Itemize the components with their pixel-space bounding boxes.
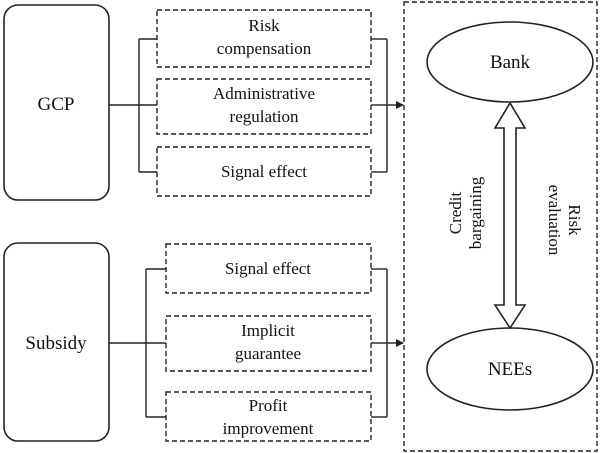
gcp-connectors — [109, 38, 404, 173]
gcp-node: GCP — [3, 4, 110, 201]
risk-evaluation-label: Risk evaluation — [545, 185, 584, 256]
risk-evaluation-line1: Risk — [565, 204, 584, 236]
risk-compensation-line1: Risk — [248, 16, 280, 35]
administrative-regulation-line2: regulation — [230, 107, 299, 126]
subsidy-node: Subsidy — [3, 242, 110, 442]
gcp-mechanism-risk-compensation: Risk compensation — [156, 9, 372, 68]
administrative-regulation-line1: Administrative — [213, 84, 315, 103]
subsidy-label: Subsidy — [25, 333, 87, 354]
subsidy-signal-effect-label: Signal effect — [225, 259, 311, 278]
subsidy-connectors — [109, 268, 404, 418]
double-arrow-icon — [493, 101, 527, 330]
bank-node: Bank — [426, 21, 594, 103]
nees-label: NEEs — [488, 359, 532, 380]
risk-evaluation-line2: evaluation — [545, 185, 564, 256]
implicit-guarantee-line1: Implicit — [241, 321, 295, 340]
profit-improvement-line2: improvement — [223, 419, 314, 438]
subsidy-mechanism-profit-improvement: Profit improvement — [165, 391, 372, 442]
gcp-label: GCP — [38, 94, 75, 115]
subsidy-mechanism-signal-effect: Signal effect — [165, 243, 372, 294]
risk-compensation-line2: compensation — [217, 39, 312, 58]
profit-improvement-line1: Profit — [249, 396, 288, 415]
gcp-mechanism-signal-effect: Signal effect — [156, 146, 372, 197]
implicit-guarantee-line2: guarantee — [235, 344, 301, 363]
nees-node: NEEs — [426, 327, 594, 411]
credit-bargaining-label: Credit bargaining — [446, 176, 485, 249]
bank-label: Bank — [490, 52, 531, 73]
credit-bargaining-line1: Credit — [446, 191, 465, 234]
subsidy-mechanism-implicit-guarantee: Implicit guarantee — [165, 315, 372, 372]
gcp-signal-effect-label: Signal effect — [221, 162, 307, 181]
gcp-mechanism-administrative-regulation: Administrative regulation — [156, 78, 372, 135]
credit-bargaining-line2: bargaining — [466, 176, 485, 249]
